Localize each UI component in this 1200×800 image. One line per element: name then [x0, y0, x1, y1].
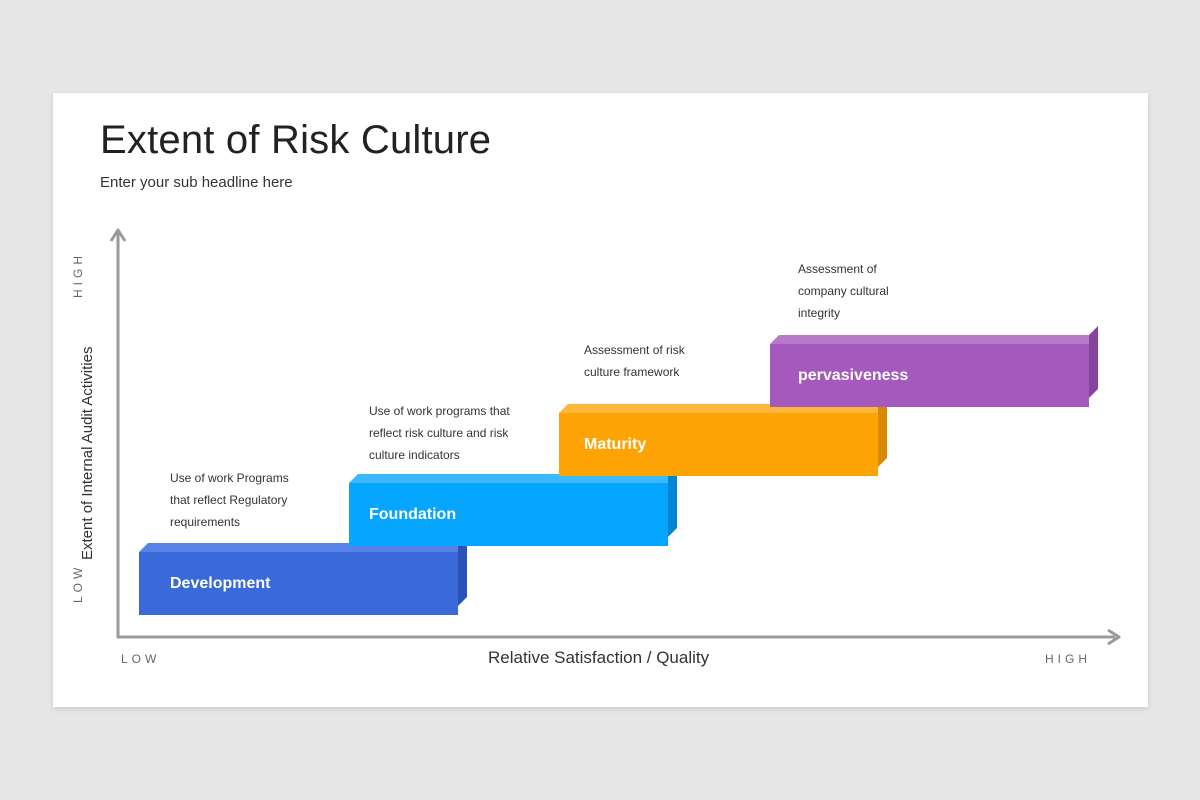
step-label: pervasiveness [798, 366, 909, 384]
step-front-face: Maturity [559, 413, 878, 476]
step-side-face [1089, 326, 1098, 398]
y-axis-low-label: LOW [71, 563, 85, 603]
x-axis-high-label: HIGH [1045, 652, 1091, 666]
step-maturity: Maturity [559, 395, 887, 476]
y-axis-high-label: HIGH [71, 252, 85, 298]
step-label: Foundation [369, 505, 457, 523]
slide-title: Extent of Risk Culture [100, 118, 492, 162]
step-front-face: pervasiveness [770, 344, 1089, 407]
step-description-maturity: Assessment of risk culture framework [584, 343, 685, 379]
y-axis-title: Extent of Internal Audit Activities [79, 346, 96, 560]
step-development: Development [139, 534, 467, 615]
x-axis-low-label: LOW [121, 652, 161, 666]
x-axis-arrowhead [1107, 628, 1121, 646]
step-description-pervasiveness: Assessment of company cultural integrity [798, 262, 889, 320]
step-front-face: Development [139, 552, 458, 615]
slide-subtitle: Enter your sub headline here [100, 174, 293, 191]
step-front-face: Foundation [349, 483, 668, 546]
step-top-face [770, 335, 1098, 344]
step-description-development: Use of work Programs that reflect Regula… [170, 471, 289, 529]
slide-canvas: Extent of Risk Culture Enter your sub he… [53, 93, 1148, 707]
step-pervasiveness: pervasiveness [770, 326, 1098, 407]
step-label: Maturity [584, 435, 647, 453]
x-axis-title: Relative Satisfaction / Quality [488, 648, 710, 667]
step-description-foundation: Use of work programs that reflect risk c… [369, 404, 510, 462]
step-foundation: Foundation [349, 465, 677, 546]
axes [109, 228, 1121, 646]
y-axis-arrowhead [109, 228, 127, 242]
step-label: Development [170, 574, 271, 592]
